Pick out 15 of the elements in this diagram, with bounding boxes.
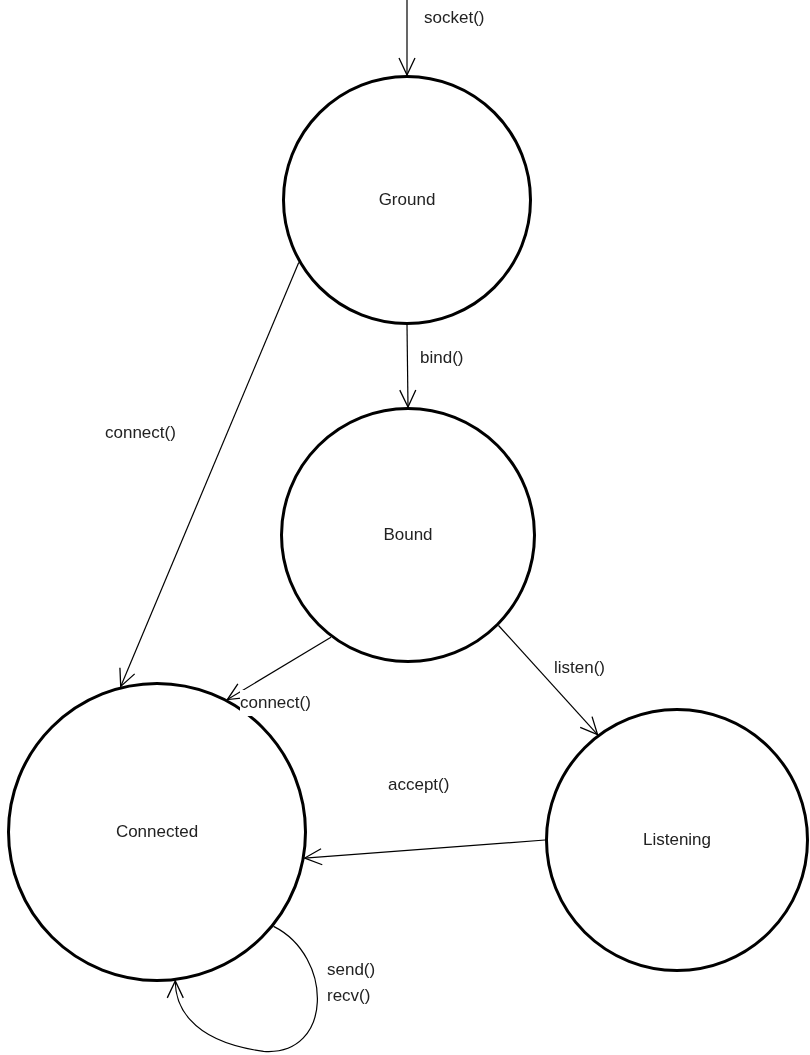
arrow [226, 636, 332, 701]
edge-label: connect() [240, 690, 311, 716]
state-name: Ground [378, 190, 436, 210]
arrow [119, 261, 300, 688]
arrow [167, 925, 318, 1052]
arrow [497, 624, 599, 736]
arrow [398, 0, 416, 76]
state-circle [545, 708, 809, 972]
state-name: Connected [115, 822, 199, 842]
arrow [399, 324, 417, 408]
state-name: Bound [383, 525, 433, 545]
state-circle [280, 407, 536, 663]
state-circle [282, 75, 532, 325]
arrow [304, 839, 546, 866]
state-name: Listening [642, 830, 712, 850]
